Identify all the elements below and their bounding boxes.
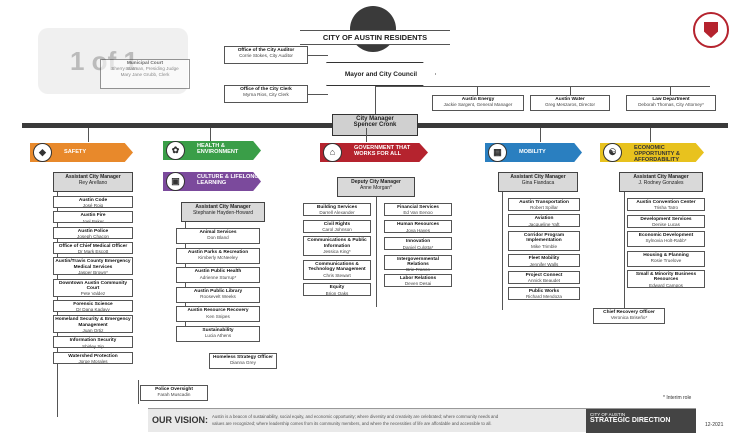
city-seal-logo <box>693 12 729 48</box>
book-icon: ▣ <box>166 172 185 191</box>
safety-unit-4: Austin/Travis County Emergency Medical S… <box>53 257 133 276</box>
bus-icon: ▦ <box>488 143 507 162</box>
shield-icon: ◆ <box>33 143 52 162</box>
safety-unit-7: Homeland Security & Emergency Management… <box>53 315 133 334</box>
mayor-council-box: Mayor and City Council <box>326 62 436 86</box>
vision-text-2: values are recognized; where leadership … <box>212 421 492 426</box>
footer-date: 12-2021 <box>705 422 724 428</box>
capitol-icon: ⌂ <box>323 143 342 162</box>
residents-title: CITY OF AUSTIN RESIDENTS <box>300 30 450 45</box>
handshake-icon: ☯ <box>603 143 622 162</box>
dept-mobility: ▦MOBILITY <box>485 143 582 162</box>
dept-culture: ▣CULTURE & LIFELONG LEARNING <box>163 172 261 191</box>
residents-header: CITY OF AUSTIN RESIDENTS <box>300 6 450 54</box>
leaf-icon: ✿ <box>166 141 185 160</box>
vision-text-1: Austin is a beacon of sustainability, so… <box>212 414 499 419</box>
vision-bar: OUR VISION: Austin is a beacon of sustai… <box>148 408 696 433</box>
dept-safety: ◆SAFETY <box>30 143 133 162</box>
strategic-direction-badge: CITY OF AUSTIN STRATEGIC DIRECTION <box>586 409 696 433</box>
dept-government: ⌂GOVERNMENT THAT WORKS FOR ALL <box>320 143 428 162</box>
residents-circle <box>350 6 396 52</box>
dept-economic: ☯ECONOMIC OPPORTUNITY & AFFORDABILITY <box>600 143 704 162</box>
vision-label: OUR VISION: <box>152 415 209 425</box>
dept-health: ✿HEALTH & ENVIRONMENT <box>163 141 261 160</box>
interim-note: * Interim role <box>663 395 692 401</box>
